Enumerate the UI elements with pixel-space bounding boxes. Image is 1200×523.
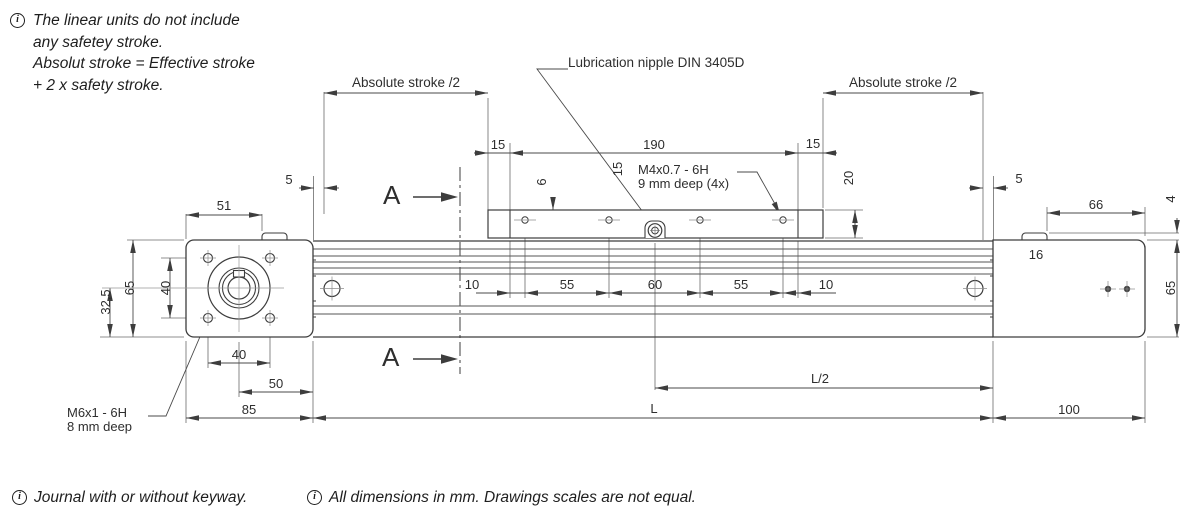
note-journal: Journal with or without keyway. [34, 489, 248, 506]
section-label-bottom: A [382, 342, 400, 372]
m6-thread: M6x1 - 6H [67, 405, 127, 420]
dim-4: 4 [1163, 195, 1178, 203]
dim-55-right: 55 [733, 277, 749, 292]
note-line: Absolut stroke = Effective stroke [33, 55, 255, 72]
callout-m4: M4x0.7 - 6H 9 mm deep (4x) [638, 163, 729, 191]
note-line: + 2 x safety stroke. [33, 76, 164, 94]
dim-20: 20 [841, 170, 856, 186]
dim-15-right: 15 [805, 136, 821, 151]
dim-5-right: 5 [1015, 171, 1023, 186]
m6-depth: 8 mm deep [67, 419, 133, 434]
note-line: any safetey stroke. [33, 33, 164, 51]
dim-6: 6 [534, 178, 549, 186]
right-block-tab [1021, 232, 1048, 240]
note-safety-stroke: The linear units do not include any safe… [33, 10, 255, 96]
dim-15-vertical: 15 [610, 161, 625, 177]
hole-crosshairs [200, 250, 278, 326]
leader-lines [148, 68, 776, 417]
section-line [413, 167, 461, 374]
note-line: The linear units do not include [33, 12, 240, 29]
dim-10-left: 10 [464, 277, 480, 292]
lubrication-nipple-label: Lubrication nipple DIN 3405D [568, 55, 745, 70]
dim-absolute-stroke-right: Absolute stroke /2 [848, 75, 958, 90]
callout-m6: M6x1 - 6H 8 mm deep [67, 406, 132, 434]
dim-16: 16 [1028, 247, 1044, 262]
dim-65-right: 65 [1163, 280, 1178, 296]
note-dimensions: All dimensions in mm. Drawings scales ar… [329, 489, 696, 506]
m4-depth: 9 mm deep (4x) [638, 176, 730, 191]
dim-absolute-stroke-left: Absolute stroke /2 [351, 75, 461, 90]
dim-100: 100 [1058, 402, 1080, 417]
info-icon: i [10, 13, 25, 28]
dim-40-bottom: 40 [231, 347, 247, 362]
left-block-tab [261, 232, 288, 240]
dim-50: 50 [268, 376, 284, 391]
left-end-view [102, 232, 314, 338]
dim-15-left: 15 [490, 137, 506, 152]
dim-66: 66 [1088, 197, 1104, 212]
dim-10-right: 10 [818, 277, 834, 292]
right-end-block [992, 232, 1146, 338]
dim-85: 85 [241, 402, 257, 417]
dim-190: 190 [643, 137, 665, 152]
centerlines [102, 245, 284, 332]
info-icon: i [307, 490, 322, 505]
dim-40-left: 40 [158, 280, 173, 296]
m4-thread: M4x0.7 - 6H [638, 162, 709, 177]
dim-65-left: 65 [122, 280, 137, 296]
dim-51: 51 [216, 198, 232, 213]
info-icon: i [12, 490, 27, 505]
dim-L-half: L/2 [810, 371, 830, 386]
dim-60: 60 [647, 277, 663, 292]
dim-55-left: 55 [559, 277, 575, 292]
dim-5-left: 5 [285, 172, 293, 187]
carriage-plate [487, 209, 824, 239]
dim-32-5: 32,5 [98, 289, 113, 315]
section-label-top: A [383, 180, 401, 210]
lubrication-nipple [644, 220, 666, 238]
dim-L: L [650, 401, 658, 416]
